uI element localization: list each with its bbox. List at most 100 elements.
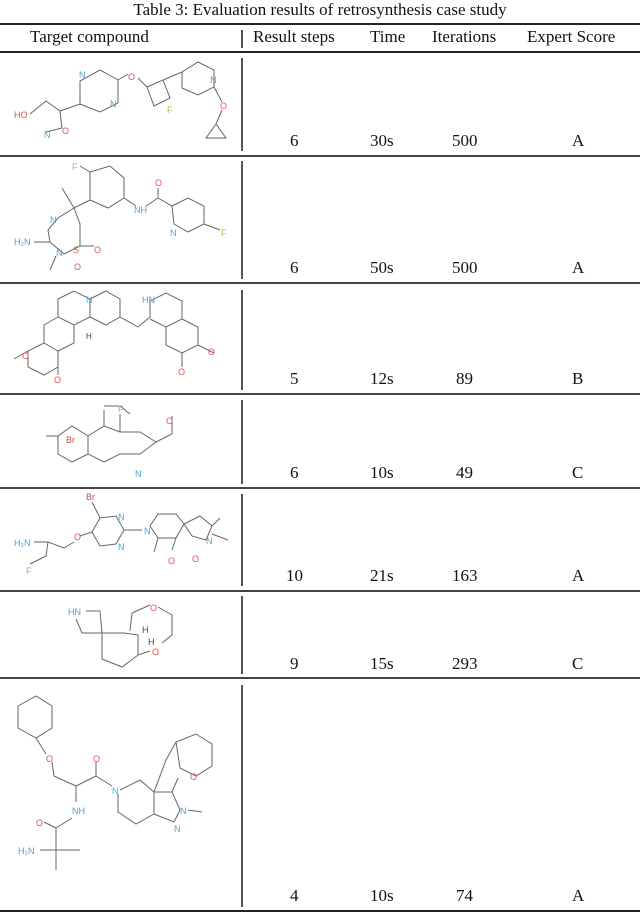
header-result-steps: Result steps — [253, 27, 335, 46]
time-cell: 15s — [370, 654, 394, 673]
time-cell: 50s — [370, 258, 394, 277]
expert-score-cell: B — [572, 369, 584, 388]
header-target-compound: Target compound — [30, 27, 149, 46]
time-cell: 10s — [370, 463, 394, 482]
atom-label: H₂N — [14, 237, 31, 247]
atom-label: N — [79, 70, 86, 80]
molecule-structure-3: N H HN O O O O — [0, 285, 240, 393]
molecule-structure-7: O O N O NH O H₂N N N — [0, 682, 240, 908]
atom-label: O — [74, 262, 81, 272]
atom-label: N — [174, 824, 181, 834]
atom-label: O — [94, 245, 101, 255]
atom-label: HN — [68, 607, 81, 617]
atom-label: H₂N — [18, 846, 35, 856]
atom-label: NH — [134, 205, 147, 215]
iterations-cell: 293 — [452, 654, 478, 673]
iterations-cell: 500 — [452, 258, 478, 277]
atom-label: O — [93, 754, 100, 764]
atom-label: N — [44, 130, 51, 140]
atom-label: N — [180, 806, 187, 816]
expert-score-cell: C — [572, 654, 584, 673]
atom-label: HO — [14, 110, 28, 120]
atom-label: O — [54, 375, 61, 385]
atom-label: S — [73, 245, 79, 255]
molecule-structure-4: F O Br N — [0, 396, 240, 486]
atom-label: NH — [72, 806, 85, 816]
header-iterations: Iterations — [432, 27, 497, 46]
atom-label: N — [206, 536, 213, 546]
atom-label: O — [155, 178, 162, 188]
row-rule — [0, 155, 640, 157]
expert-score-cell: A — [572, 886, 585, 905]
atom-label: F — [26, 566, 32, 576]
time-cell: 30s — [370, 131, 394, 150]
row-rule — [0, 677, 640, 679]
molecule-structure-1: HO N O N N O F N O — [0, 56, 240, 154]
time-cell: 21s — [370, 566, 394, 585]
top-rule — [0, 23, 640, 25]
atom-label: O — [150, 603, 157, 613]
result-steps-cell: 6 — [290, 131, 299, 150]
atom-label: O — [62, 126, 69, 136]
iterations-cell: 163 — [452, 566, 478, 585]
atom-label: H — [142, 625, 149, 635]
header-expert-score: Expert Score — [527, 27, 616, 46]
expert-score-cell: A — [572, 258, 585, 277]
atom-label: O — [192, 554, 199, 564]
iterations-cell: 49 — [456, 463, 473, 482]
atom-label: O — [220, 101, 227, 111]
molecule-structure-5: Br N N O H₂N F N O N O — [0, 490, 240, 590]
atom-label: H — [148, 637, 155, 647]
atom-label: N — [86, 295, 93, 305]
expert-score-cell: A — [572, 131, 585, 150]
atom-label: O — [168, 556, 175, 566]
column-separator — [241, 494, 243, 586]
atom-label: N — [210, 75, 217, 85]
iterations-cell: 500 — [452, 131, 478, 150]
expert-score-cell: A — [572, 566, 585, 585]
atom-label: O — [208, 347, 215, 357]
atom-label: N — [118, 512, 125, 522]
atom-label: N — [135, 469, 142, 479]
atom-label: Br — [66, 435, 75, 445]
header-rule — [0, 51, 640, 53]
atom-label: O — [36, 818, 43, 828]
atom-label: Br — [86, 492, 95, 502]
iterations-cell: 74 — [456, 886, 473, 905]
column-separator — [241, 400, 243, 484]
column-separator — [241, 685, 243, 907]
atom-label: N — [118, 542, 125, 552]
atom-label: F — [72, 162, 78, 172]
result-steps-cell: 9 — [290, 654, 299, 673]
atom-label: O — [46, 754, 53, 764]
atom-label: O — [178, 367, 185, 377]
time-cell: 12s — [370, 369, 394, 388]
atom-label: H — [86, 332, 92, 341]
column-separator — [241, 596, 243, 674]
atom-label: N — [110, 99, 117, 109]
expert-score-cell: C — [572, 463, 584, 482]
column-separator — [241, 58, 243, 151]
atom-label: N — [144, 526, 151, 536]
atom-label: F — [221, 228, 227, 238]
atom-label: F — [167, 105, 173, 115]
atom-label: H₂N — [14, 538, 31, 548]
row-rule — [0, 282, 640, 284]
molecule-structure-6: HN O H H O — [0, 593, 240, 677]
atom-label: O — [152, 647, 159, 657]
table-caption: Table 3: Evaluation results of retrosynt… — [133, 0, 507, 19]
atom-label: O — [128, 72, 135, 82]
result-steps-cell: 5 — [290, 369, 299, 388]
result-steps-cell: 6 — [290, 258, 299, 277]
atom-label: N — [56, 248, 63, 258]
row-rule — [0, 487, 640, 489]
iterations-cell: 89 — [456, 369, 473, 388]
header-separator — [241, 30, 243, 48]
result-steps-cell: 10 — [286, 566, 303, 585]
header-time: Time — [370, 27, 406, 46]
atom-label: O — [166, 416, 173, 426]
molecule-structure-2: F N H₂N N S O O NH O N F — [0, 158, 240, 282]
atom-label: O — [190, 772, 197, 782]
atom-label: N — [112, 786, 119, 796]
atom-label: N — [50, 215, 57, 225]
